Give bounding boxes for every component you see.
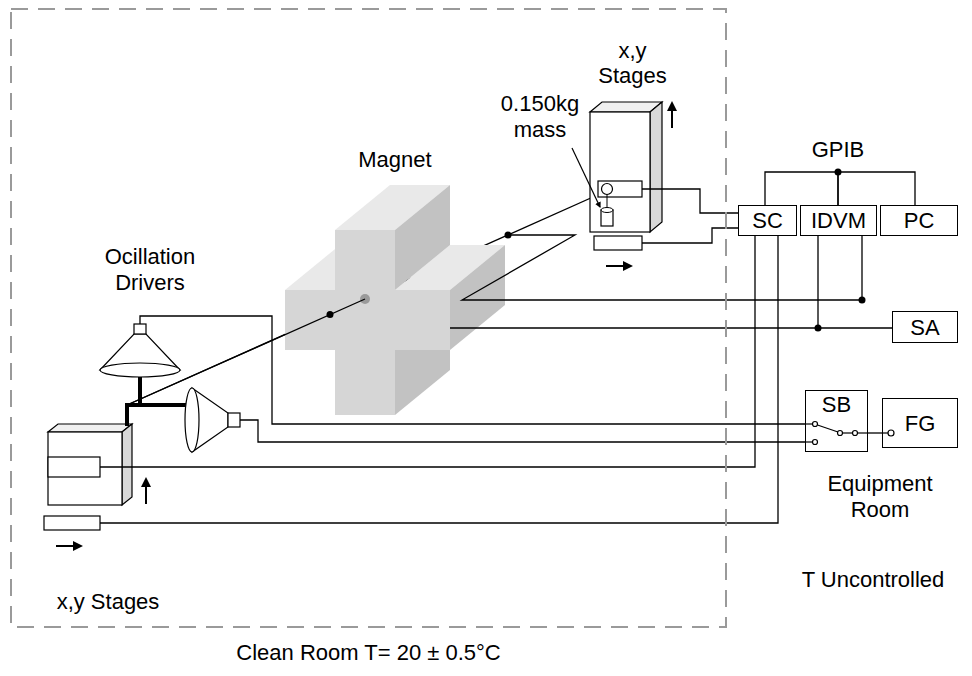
switch-symbol bbox=[805, 423, 813, 424]
switch-symbol bbox=[843, 432, 853, 433]
driver-wire bbox=[240, 420, 805, 442]
stage-motor bbox=[44, 516, 100, 530]
magnet-face bbox=[395, 185, 450, 290]
region-label: x,y Stages bbox=[593, 38, 673, 88]
stage-front bbox=[590, 112, 650, 232]
stage-front bbox=[48, 432, 122, 505]
junction-dot bbox=[859, 297, 866, 304]
magnet-face bbox=[285, 230, 450, 415]
mass-cylinder bbox=[601, 208, 613, 213]
part-label: Equipment Room bbox=[820, 471, 940, 523]
box-label: PC bbox=[904, 208, 935, 233]
generator-box: FG bbox=[882, 398, 958, 448]
stage-top bbox=[48, 424, 132, 432]
driver-wire bbox=[140, 316, 805, 424]
analyzer-wire bbox=[450, 327, 818, 328]
motion-arrow bbox=[56, 545, 81, 547]
part-label: T Uncontrolled bbox=[802, 567, 945, 593]
switch-symbol bbox=[858, 432, 869, 433]
motor-lead bbox=[100, 522, 180, 523]
dashed-border bbox=[11, 9, 726, 627]
stage-motor bbox=[598, 181, 642, 197]
switch-symbol bbox=[818, 425, 839, 432]
region-label: Clean Room T= 20 ± 0.5°C bbox=[236, 640, 500, 665]
wire-connector bbox=[180, 236, 755, 467]
switch-symbol bbox=[853, 431, 858, 436]
part-label: Ocillation Drivers bbox=[95, 244, 205, 296]
part-label: Magnet bbox=[358, 147, 431, 173]
stage-motor bbox=[594, 236, 642, 250]
junction-dot bbox=[327, 311, 334, 318]
switch-box: SB bbox=[805, 390, 868, 452]
speaker-magnet bbox=[134, 324, 146, 334]
motor-lead bbox=[642, 242, 680, 243]
wire-connector bbox=[180, 236, 778, 523]
box-label: SA bbox=[910, 315, 939, 340]
driver-support bbox=[125, 403, 188, 407]
wire-connector bbox=[838, 172, 915, 205]
box-label: SB bbox=[822, 392, 851, 417]
box-label: FG bbox=[905, 411, 936, 436]
wire-connector bbox=[818, 236, 892, 328]
part-label: 0.150kg mass bbox=[492, 91, 588, 143]
switch-symbol bbox=[838, 431, 843, 436]
region-label: x,y Stages bbox=[57, 589, 160, 614]
motion-arrow bbox=[145, 479, 147, 504]
box-label: SC bbox=[752, 208, 783, 233]
region-outline bbox=[10, 8, 727, 628]
wire-connector bbox=[680, 228, 738, 243]
stage-motor bbox=[48, 457, 100, 477]
driver-support bbox=[125, 405, 129, 426]
speaker-cone bbox=[100, 363, 180, 377]
wire-connector bbox=[868, 432, 882, 433]
wire-connector bbox=[765, 172, 838, 205]
stage-side bbox=[122, 424, 132, 505]
controller-box: SC bbox=[738, 205, 797, 236]
part-label: GPIB bbox=[812, 137, 865, 163]
pulley bbox=[602, 184, 613, 195]
stage-side bbox=[650, 102, 662, 232]
motor-lead bbox=[642, 188, 680, 189]
stage-label-area: x,y Stages bbox=[585, 38, 680, 275]
output-terminal bbox=[888, 430, 894, 436]
driver-support bbox=[138, 376, 142, 405]
speaker-cone bbox=[185, 388, 199, 452]
stage-label-area: x,y Stages bbox=[36, 420, 180, 614]
motion-arrow bbox=[606, 265, 631, 267]
switch-symbol bbox=[813, 422, 818, 427]
box-label: IDVM bbox=[811, 208, 866, 233]
switch-symbol bbox=[805, 441, 813, 442]
wire-connector bbox=[680, 189, 738, 213]
voltmeter-box: IDVM bbox=[800, 205, 877, 236]
motor-lead bbox=[100, 466, 180, 467]
speaker-magnet bbox=[228, 413, 240, 427]
clean-room-region: Clean Room T= 20 ± 0.5°Cx,y Stagesx,y St… bbox=[10, 8, 727, 628]
leader-line bbox=[572, 148, 600, 207]
switch-symbol bbox=[813, 440, 818, 445]
computer-box: PC bbox=[880, 205, 958, 236]
motion-arrow bbox=[671, 103, 673, 128]
magnet-face bbox=[450, 245, 505, 350]
voltmeter-lead bbox=[861, 236, 862, 300]
loop-wire bbox=[462, 235, 862, 300]
analyzer-box: SA bbox=[892, 311, 958, 343]
